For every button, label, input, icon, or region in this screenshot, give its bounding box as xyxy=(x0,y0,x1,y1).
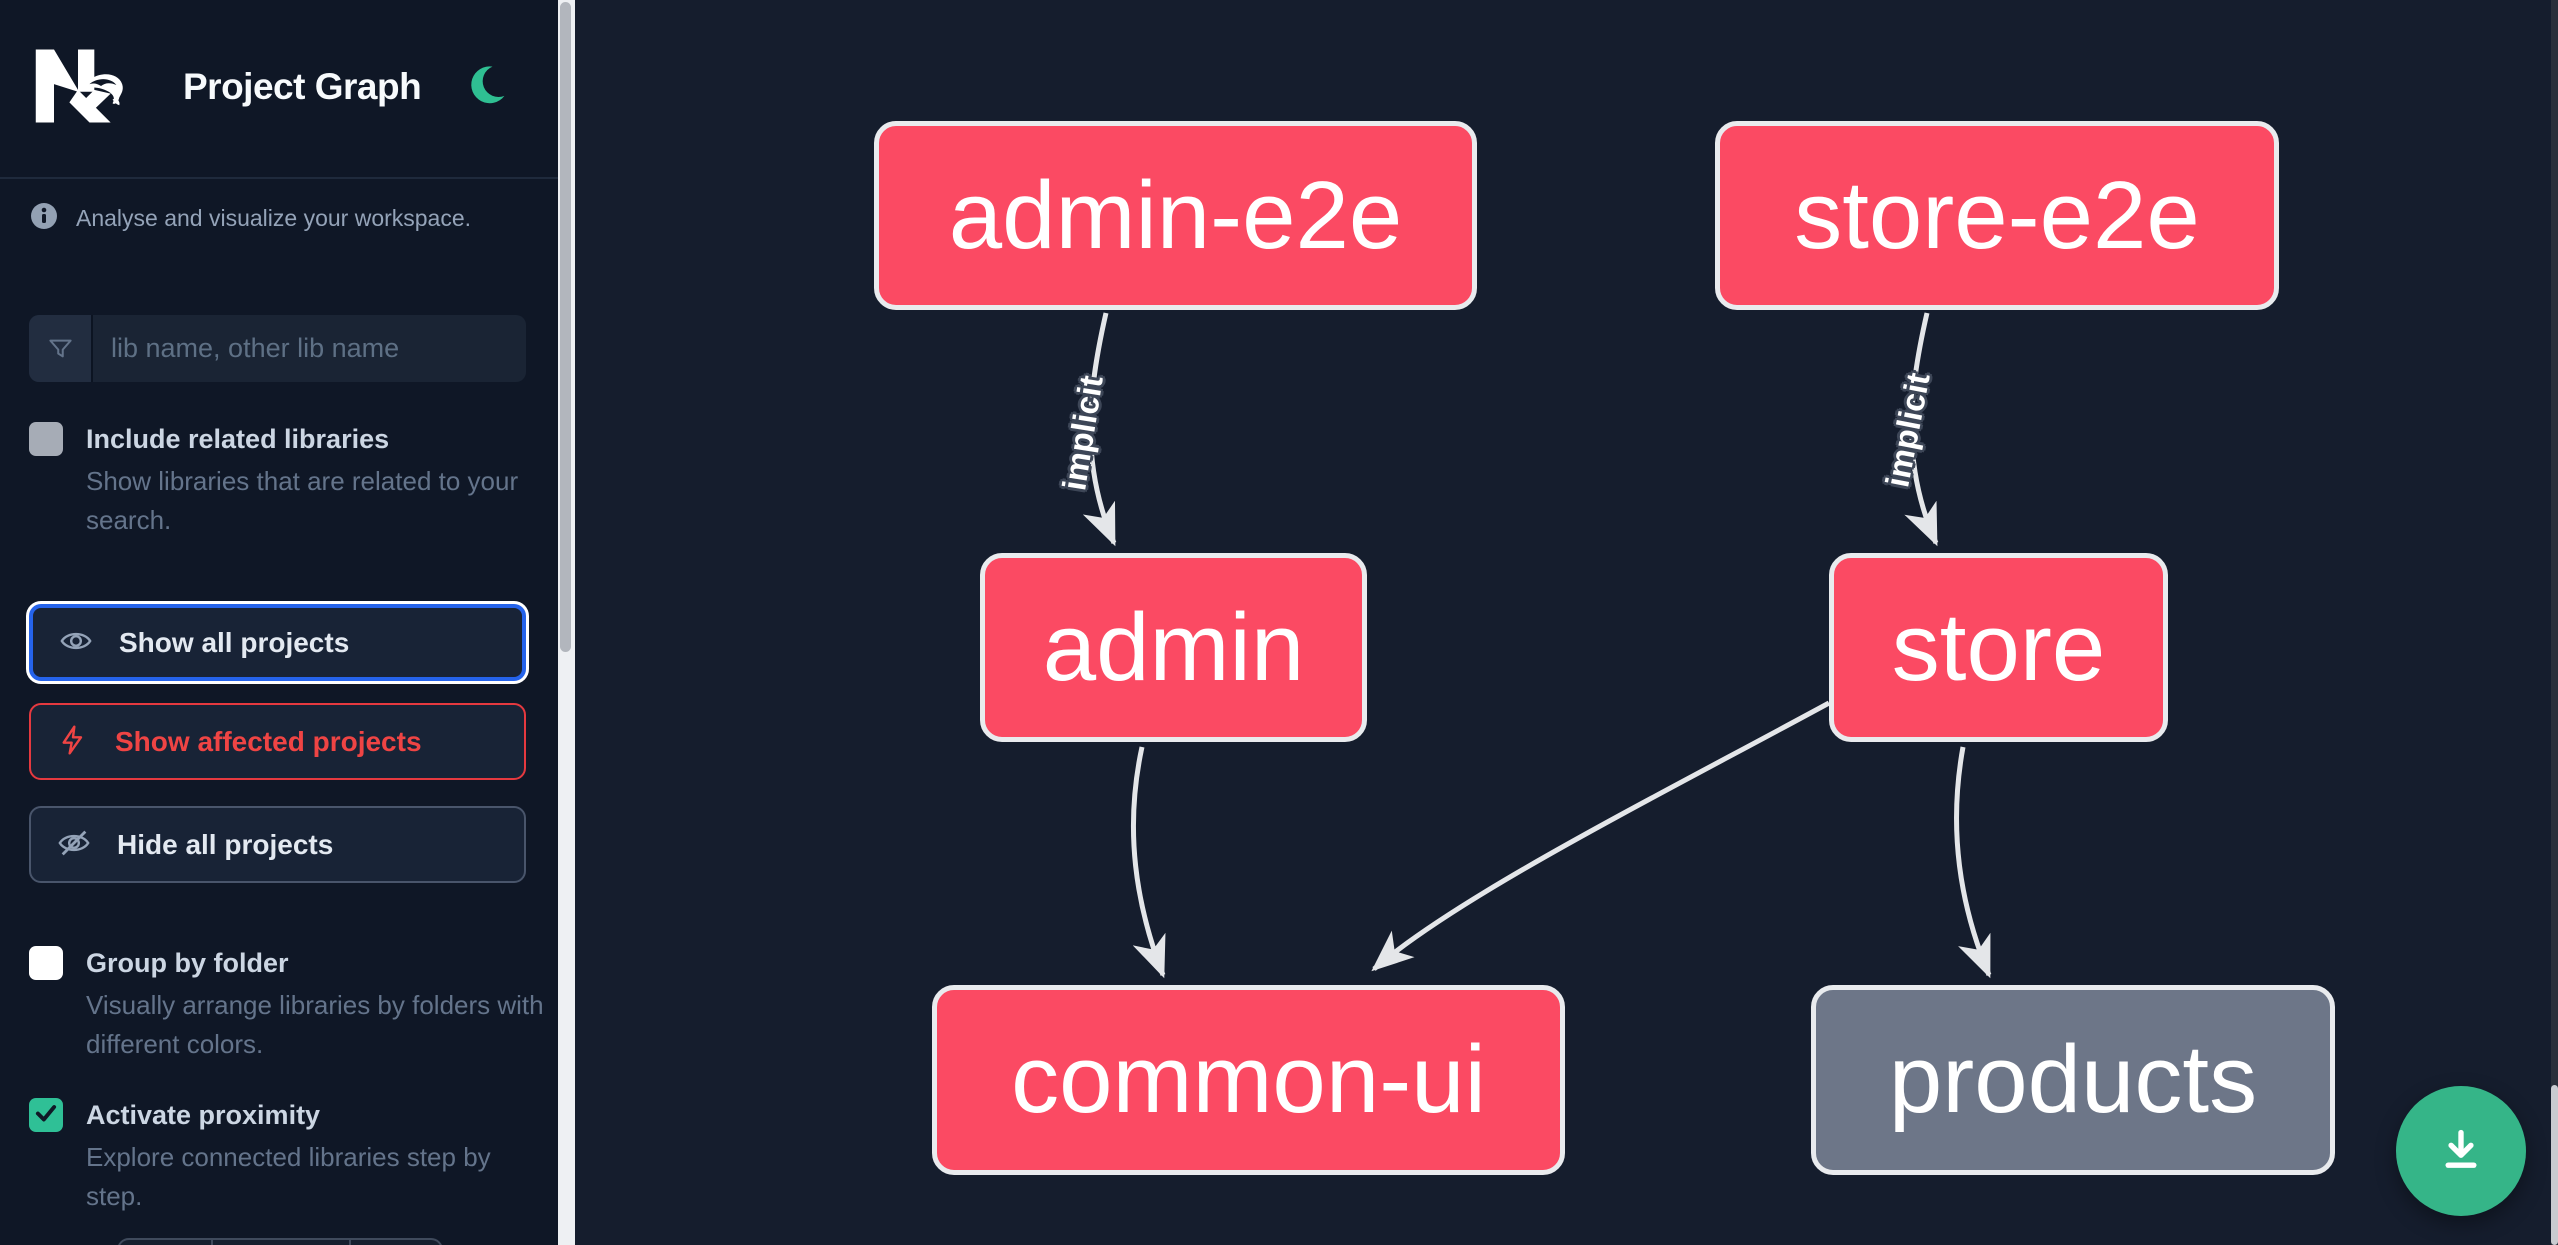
graph-node-admin[interactable]: admin xyxy=(980,553,1367,742)
download-image-button[interactable] xyxy=(2396,1086,2526,1216)
show-all-projects-button[interactable]: Show all projects xyxy=(29,604,526,681)
include-related-description: Show libraries that are related to your … xyxy=(86,466,519,535)
node-label: admin-e2e xyxy=(948,161,1403,269)
window-scrollbar-track[interactable] xyxy=(2551,0,2558,1245)
graph-node-store-e2e[interactable]: store-e2e xyxy=(1715,121,2279,310)
graph-node-admin-e2e[interactable]: admin-e2e xyxy=(874,121,1477,310)
show-affected-projects-label: Show affected projects xyxy=(115,725,422,757)
group-by-folder-checkbox[interactable] xyxy=(29,946,63,980)
page-title: Project Graph xyxy=(183,66,422,107)
graph-node-common-ui[interactable]: common-ui xyxy=(932,985,1565,1175)
workspace-tagline: Analyse and visualize your workspace. xyxy=(76,205,472,231)
proximity-depth-control xyxy=(117,1238,443,1245)
workspace-tagline-row: Analyse and visualize your workspace. xyxy=(31,203,471,234)
option-include-related-libraries: Include related libraries Show libraries… xyxy=(29,422,529,540)
activate-proximity-checkbox[interactable] xyxy=(29,1098,63,1132)
eye-icon xyxy=(59,624,93,661)
segment-button[interactable] xyxy=(348,1240,441,1245)
group-by-folder-label[interactable]: Group by folder xyxy=(86,948,289,978)
node-label: products xyxy=(1888,1026,2258,1133)
graph-node-store[interactable]: store xyxy=(1829,553,2168,742)
activate-proximity-label[interactable]: Activate proximity xyxy=(86,1100,321,1130)
segment-button[interactable] xyxy=(119,1240,211,1245)
info-icon xyxy=(31,203,57,234)
show-all-projects-label: Show all projects xyxy=(119,626,350,658)
lightning-bolt-icon xyxy=(57,724,89,759)
activate-proximity-description: Explore connected libraries step by step… xyxy=(86,1142,491,1211)
show-affected-projects-button[interactable]: Show affected projects xyxy=(29,703,526,780)
filter-funnel-icon xyxy=(29,315,93,382)
eye-off-icon xyxy=(57,826,91,863)
node-label: store xyxy=(1891,593,2106,701)
node-label: store-e2e xyxy=(1794,161,2200,269)
window-scrollbar-thumb[interactable] xyxy=(2551,1085,2558,1245)
download-icon xyxy=(2433,1122,2489,1181)
moon-icon xyxy=(460,65,512,114)
divider xyxy=(0,177,558,179)
check-icon xyxy=(33,1100,59,1131)
search-input[interactable] xyxy=(93,315,526,382)
include-related-checkbox[interactable] xyxy=(29,422,63,456)
graph-node-products[interactable]: products xyxy=(1811,985,2335,1175)
option-activate-proximity: Activate proximity Explore connected lib… xyxy=(29,1098,529,1216)
hide-all-projects-label: Hide all projects xyxy=(117,828,334,860)
sidebar-scrollbar-track[interactable] xyxy=(558,0,575,1245)
group-by-folder-description: Visually arrange libraries by folders wi… xyxy=(86,990,544,1059)
sidebar-scrollbar-thumb[interactable] xyxy=(560,2,571,652)
nx-logo xyxy=(29,38,127,134)
option-group-by-folder: Group by folder Visually arrange librari… xyxy=(29,946,544,1064)
sidebar: Project Graph Analyse and visualize your… xyxy=(0,0,558,1245)
include-related-label[interactable]: Include related libraries xyxy=(86,424,390,454)
segment-button[interactable] xyxy=(211,1240,348,1245)
node-label: admin xyxy=(1042,593,1305,701)
node-label: common-ui xyxy=(1011,1026,1486,1133)
hide-all-projects-button[interactable]: Hide all projects xyxy=(29,806,526,883)
theme-toggle-button[interactable] xyxy=(458,58,514,114)
project-filter xyxy=(29,315,526,382)
